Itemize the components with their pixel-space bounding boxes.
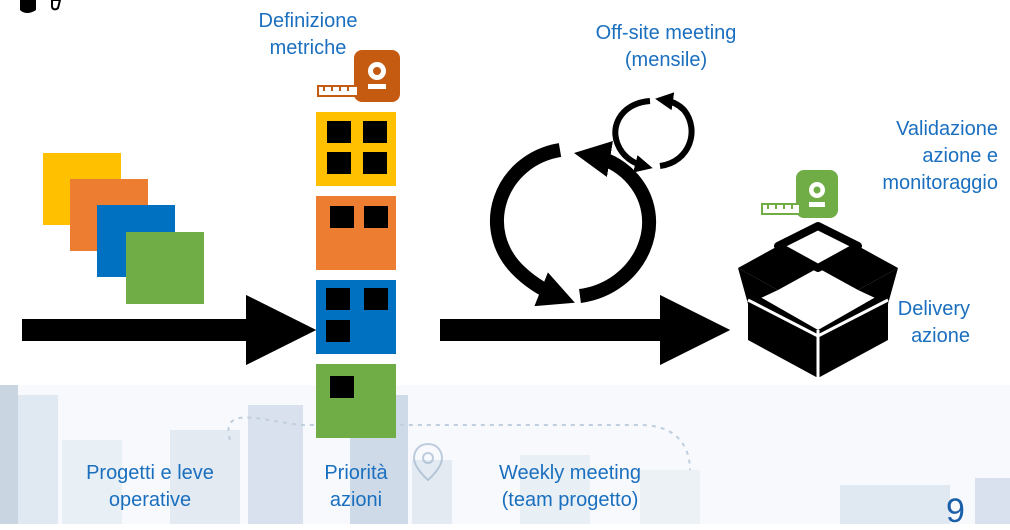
priority-block-green — [316, 364, 396, 438]
label-progetti: Progetti e leve operative — [86, 462, 214, 511]
location-pin-icon — [412, 442, 444, 482]
project-squares-stack — [43, 153, 204, 304]
cycle-arrows-icon — [490, 141, 657, 307]
label-priorita: Priorità azioni — [324, 462, 388, 511]
label-definizione-metriche: Definizione metriche — [258, 10, 358, 59]
tape-measure-icon — [317, 50, 400, 102]
open-box-icon — [738, 222, 898, 378]
label-weekly: Weekly meeting (team progetto) — [499, 462, 641, 511]
priority-column — [316, 112, 396, 438]
cycle-arrows-icon-small — [612, 92, 695, 173]
label-delivery: Delivery azione — [897, 298, 970, 347]
page-number: 9 — [946, 492, 965, 530]
label-offsite-meeting: Off-site meeting (mensile) — [595, 22, 737, 71]
label-validazione: Validazione azione e monitoraggio — [882, 118, 998, 194]
tape-measure-icon-green — [761, 170, 838, 218]
square-green — [126, 232, 204, 304]
city-background — [0, 385, 1010, 524]
partial-icon-top-left — [20, 0, 62, 13]
